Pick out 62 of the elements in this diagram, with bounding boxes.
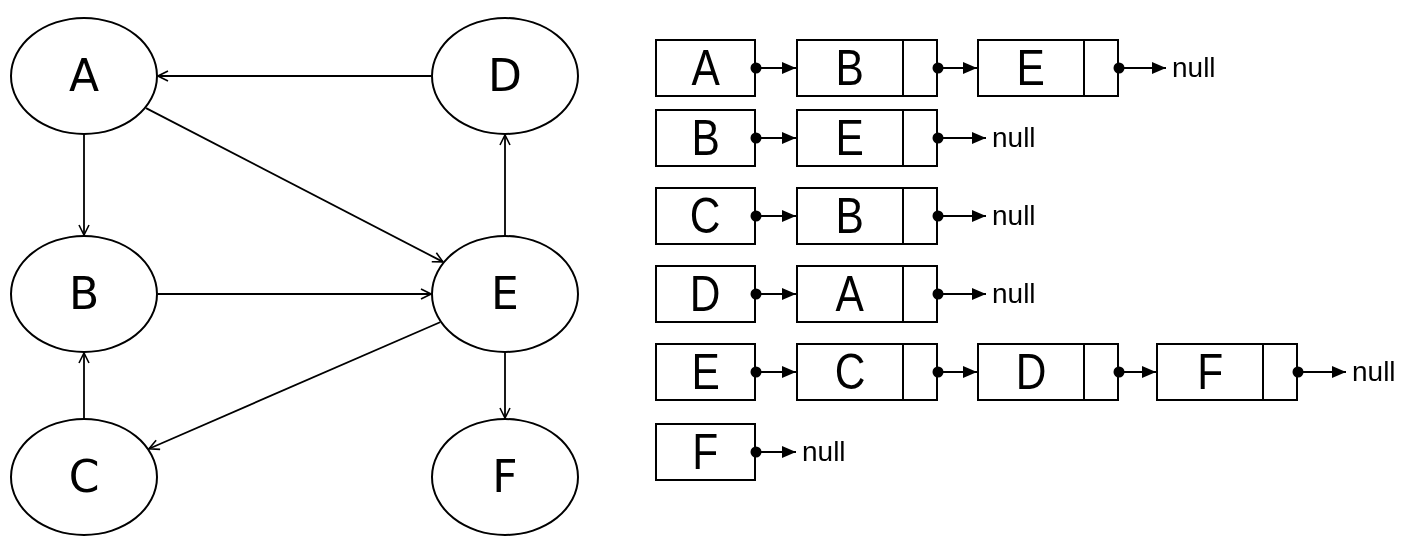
list-head-box (655, 109, 756, 167)
node-value: A (835, 269, 865, 319)
null-text: null (986, 276, 1036, 312)
arrow (932, 366, 978, 378)
node-value: E (691, 347, 720, 397)
list-node-box (796, 39, 938, 97)
list-head-box (655, 343, 756, 401)
arrow (750, 288, 797, 300)
list-node-box (977, 39, 1119, 97)
node-value: A (691, 43, 720, 93)
vertex-label: B (68, 272, 100, 316)
list-node-box (796, 265, 938, 323)
null-text: null (1166, 50, 1216, 86)
null-text: null (1346, 354, 1396, 390)
arrow (750, 366, 797, 378)
arrow (932, 288, 987, 300)
arrow (1113, 62, 1167, 74)
null-text: null (796, 434, 846, 470)
arrow (932, 62, 978, 74)
null-text: null (986, 120, 1036, 156)
arrow (145, 107, 444, 263)
node-value: F (1197, 347, 1223, 397)
node-value: D (1015, 347, 1047, 397)
vertex-label: E (491, 272, 519, 316)
arrow (78, 134, 90, 236)
arrow (750, 210, 797, 222)
arrow (932, 210, 987, 222)
arrow (1292, 366, 1347, 378)
vertex-label: A (68, 54, 100, 98)
list-head-box (655, 423, 756, 481)
node-value: B (835, 43, 865, 93)
arrow (148, 321, 441, 451)
list-node-box (796, 109, 938, 167)
node-value: B (691, 113, 720, 163)
null-text: null (986, 198, 1036, 234)
vertex-label: F (492, 455, 518, 499)
arrow (157, 70, 432, 82)
list-head-box (655, 187, 756, 245)
node-value: C (690, 191, 721, 241)
vertex-label: D (488, 54, 522, 98)
list-head-box (655, 265, 756, 323)
arrow (499, 352, 511, 419)
arrow (1113, 366, 1157, 378)
arrow (750, 446, 797, 458)
arrow (499, 134, 511, 236)
node-value: D (690, 269, 721, 319)
list-head-box (655, 39, 756, 97)
arrow (750, 62, 797, 74)
arrow (157, 288, 432, 300)
node-value: E (1016, 43, 1046, 93)
list-node-box (977, 343, 1119, 401)
vertex-label: C (68, 455, 100, 499)
list-node-box (796, 187, 938, 245)
node-value: F (692, 427, 719, 477)
node-value: E (835, 113, 865, 163)
list-node-box (796, 343, 938, 401)
node-value: B (835, 191, 865, 241)
arrow (750, 132, 797, 144)
arrow (932, 132, 987, 144)
node-value: C (834, 347, 866, 397)
list-node-box (1156, 343, 1298, 401)
arrow (78, 352, 90, 419)
